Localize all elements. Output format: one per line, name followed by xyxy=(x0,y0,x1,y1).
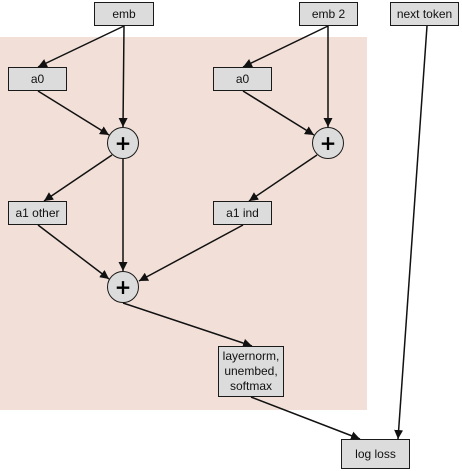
edge-emb2-to-a0-right xyxy=(242,25,329,68)
edge-layernorm-to-log-loss xyxy=(250,396,361,440)
node-a1-other: a1 other xyxy=(8,201,67,225)
node-emb-2: emb 2 xyxy=(299,2,358,26)
node-next-token: next token xyxy=(390,2,459,26)
edge-plus-1-to-a1-other xyxy=(43,154,113,202)
node-emb: emb xyxy=(94,2,154,26)
edge-a0-left-to-plus-1 xyxy=(37,90,110,136)
edge-a0-right-to-plus-2 xyxy=(242,90,315,136)
edge-emb-to-plus-1 xyxy=(118,25,128,128)
edge-emb-to-a0-left xyxy=(37,25,125,68)
edge-next-token-to-log-loss xyxy=(394,25,428,440)
plus-icon-right-top: + xyxy=(312,127,344,159)
node-layernorm-unembed-softmax: layernorm, unembed, softmax xyxy=(218,346,284,397)
edge-plus-3-to-layernorm xyxy=(122,302,253,348)
plus-icon-left-top: + xyxy=(107,127,139,159)
node-a0-right: a0 xyxy=(213,67,272,91)
edge-a1-ind-to-plus-3 xyxy=(138,224,244,282)
edge-a1-other-to-plus-3 xyxy=(37,224,110,280)
edge-plus-2-to-a1-ind xyxy=(248,154,318,202)
node-a0-left: a0 xyxy=(8,67,67,91)
node-a1-ind: a1 ind xyxy=(213,201,272,225)
plus-icon-left-bottom: + xyxy=(107,271,139,303)
node-log-loss: log loss xyxy=(341,439,410,469)
